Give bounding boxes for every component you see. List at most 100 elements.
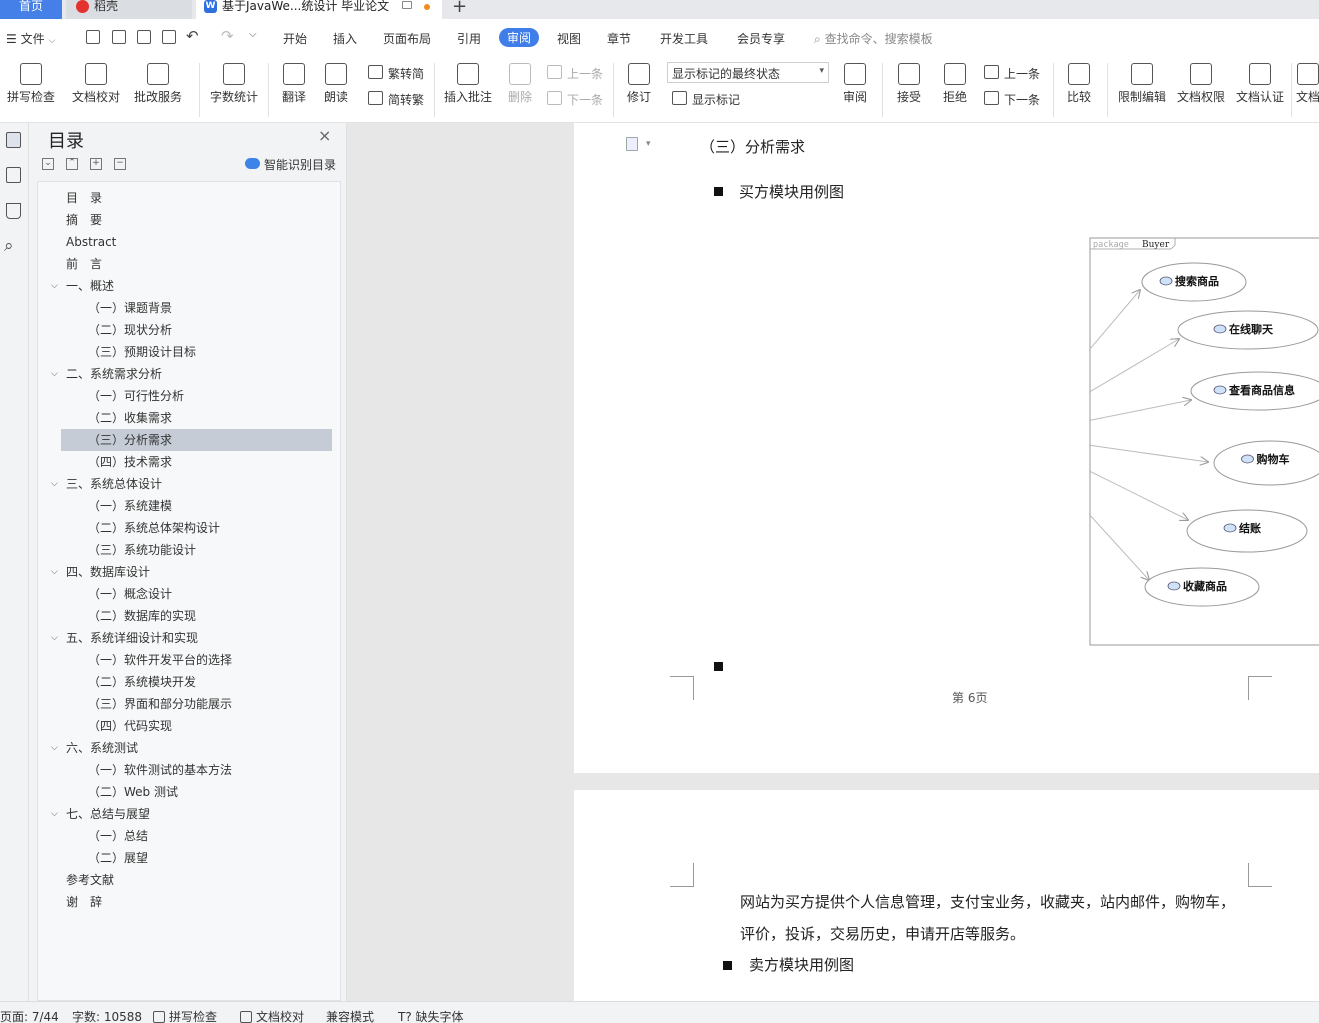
insert-comment-button[interactable]: 插入批注 <box>442 57 494 105</box>
toc-item[interactable]: （二）数据库的实现 <box>38 605 340 627</box>
toc-panel-icon[interactable] <box>6 132 21 148</box>
print-icon[interactable] <box>137 30 151 44</box>
doc-auth-button[interactable]: 文档认证 <box>1234 57 1286 105</box>
toc-item[interactable]: Abstract <box>38 231 340 253</box>
prev-comment-button[interactable]: 上一条 <box>547 65 603 82</box>
add-heading-icon[interactable]: + <box>90 158 102 170</box>
word-count-indicator[interactable]: 字数: 10588 <box>72 1010 143 1023</box>
toc-item[interactable]: 谢 辞 <box>38 891 340 913</box>
tab-home[interactable]: 首页 <box>0 0 62 19</box>
undo-icon[interactable]: ↶ <box>186 27 199 45</box>
chevron-down-icon[interactable]: ⌵ <box>51 633 58 643</box>
menu-review[interactable]: 审阅 <box>499 28 540 47</box>
trad-to-simp-button[interactable]: 繁转简 <box>368 65 424 82</box>
chevron-down-icon[interactable]: ⌵ <box>51 743 58 753</box>
toc-item[interactable]: ⌵三、系统总体设计 <box>38 473 340 495</box>
toc-item[interactable]: ⌵四、数据库设计 <box>38 561 340 583</box>
file-menu[interactable]: ☰ 文件 ⌵ <box>6 30 55 47</box>
reject-change-button[interactable]: 拒绝 <box>936 57 974 105</box>
toc-item[interactable]: （二）系统模块开发 <box>38 671 340 693</box>
doc-proof-button[interactable]: 文档校对 <box>69 57 123 105</box>
toc-item[interactable]: ⌵七、总结与展望 <box>38 803 340 825</box>
menu-insert[interactable]: 插入 <box>333 32 358 46</box>
show-markup-button[interactable]: 显示标记 <box>672 91 740 108</box>
review-service-button[interactable]: 批改服务 <box>128 57 188 105</box>
menu-start[interactable]: 开始 <box>283 32 308 46</box>
next-comment-button[interactable]: 下一条 <box>547 91 603 108</box>
restrict-edit-button[interactable]: 限制编辑 <box>1116 57 1168 105</box>
export-pdf-icon[interactable] <box>112 30 126 44</box>
toc-item[interactable]: ⌵二、系统需求分析 <box>38 363 340 385</box>
missing-font-indicator[interactable]: T? 缺失字体 <box>398 1008 464 1023</box>
delete-comment-button[interactable]: 删除 <box>502 57 538 105</box>
chevron-down-icon[interactable]: ⌵ <box>51 809 58 819</box>
menu-dev-tools[interactable]: 开发工具 <box>660 32 709 46</box>
review-pane-button[interactable]: 审阅 <box>836 57 874 105</box>
command-search[interactable]: ⌕ 查找命令、搜索模板 <box>814 30 933 47</box>
menu-page-layout[interactable]: 页面布局 <box>383 32 432 46</box>
menu-references[interactable]: 引用 <box>457 32 482 46</box>
toc-item[interactable]: ⌵一、概述 <box>38 275 340 297</box>
close-icon[interactable]: × <box>318 126 332 145</box>
toc-item[interactable]: （一）软件开发平台的选择 <box>38 649 340 671</box>
chevron-down-icon[interactable]: ▾ <box>646 139 651 149</box>
chevron-down-icon[interactable]: ⌵ <box>51 479 58 489</box>
prev-change-button[interactable]: 上一条 <box>984 65 1040 82</box>
simp-to-trad-button[interactable]: 简转繁 <box>368 91 424 108</box>
new-tab-button[interactable]: + <box>452 0 468 17</box>
doc-permission-button[interactable]: 文档权限 <box>1175 57 1227 105</box>
spell-check-button[interactable]: 拼写检查 <box>2 57 60 105</box>
toc-item[interactable]: （三）预期设计目标 <box>38 341 340 363</box>
chevron-down-icon[interactable]: ⌵ <box>51 567 58 577</box>
toc-item[interactable]: （一）课题背景 <box>38 297 340 319</box>
smart-toc-button[interactable]: 智能识别目录 <box>245 156 336 173</box>
toc-item[interactable]: （三）系统功能设计 <box>38 539 340 561</box>
toc-item[interactable]: ⌵五、系统详细设计和实现 <box>38 627 340 649</box>
toc-item[interactable]: 前 言 <box>38 253 340 275</box>
status-doc-proof[interactable]: 文档校对 <box>240 1008 304 1023</box>
save-icon[interactable] <box>86 30 100 44</box>
menu-view[interactable]: 视图 <box>557 32 582 46</box>
toc-item[interactable]: （一）软件测试的基本方法 <box>38 759 340 781</box>
menu-member[interactable]: 会员专享 <box>737 32 786 46</box>
tab-daoke[interactable]: 稻壳 <box>66 0 192 19</box>
accept-change-button[interactable]: 接受 <box>890 57 928 105</box>
compare-button[interactable]: 比较 <box>1060 57 1098 105</box>
toc-item[interactable]: （二）现状分析 <box>38 319 340 341</box>
quick-access-dropdown-icon[interactable]: ⌵ <box>249 29 257 40</box>
toc-item[interactable]: （四）技术需求 <box>38 451 340 473</box>
toc-item[interactable]: （三）分析需求 <box>61 429 332 451</box>
page-indicator[interactable]: 页面: 7/44 <box>0 1010 59 1023</box>
bookmark-icon[interactable] <box>6 203 21 219</box>
structure-icon[interactable] <box>6 167 21 183</box>
toc-item[interactable]: （四）代码实现 <box>38 715 340 737</box>
toc-item[interactable]: 参考文献 <box>38 869 340 891</box>
print-preview-icon[interactable] <box>162 30 176 44</box>
menu-sections[interactable]: 章节 <box>607 32 632 46</box>
track-changes-button[interactable]: 修订 <box>620 57 658 105</box>
search-icon[interactable]: ⌕ <box>4 236 14 256</box>
document-view-icon[interactable] <box>626 137 638 151</box>
chevron-down-icon[interactable]: ⌵ <box>51 281 58 291</box>
toc-item[interactable]: （二）展望 <box>38 847 340 869</box>
status-spell-check[interactable]: 拼写检查 <box>153 1008 217 1023</box>
toc-item[interactable]: （一）概念设计 <box>38 583 340 605</box>
next-change-button[interactable]: 下一条 <box>984 91 1040 108</box>
toc-item[interactable]: 目 录 <box>38 187 340 209</box>
read-aloud-button[interactable]: 朗读 <box>320 57 352 105</box>
expand-icon[interactable]: ⌃ <box>66 158 78 170</box>
toc-item[interactable]: （一）系统建模 <box>38 495 340 517</box>
remove-heading-icon[interactable]: − <box>114 158 126 170</box>
word-count-button[interactable]: 字数统计 <box>206 57 262 105</box>
toc-item[interactable]: ⌵六、系统测试 <box>38 737 340 759</box>
doc-more-button[interactable]: 文档 <box>1296 57 1319 105</box>
monitor-icon[interactable] <box>402 1 412 9</box>
chevron-down-icon[interactable]: ⌵ <box>51 369 58 379</box>
toc-item[interactable]: （一）总结 <box>38 825 340 847</box>
toc-item[interactable]: （二）系统总体架构设计 <box>38 517 340 539</box>
markup-state-select[interactable]: 显示标记的最终状态 ▾ <box>667 62 829 83</box>
toc-item[interactable]: （三）界面和部分功能展示 <box>38 693 340 715</box>
toc-item[interactable]: （一）可行性分析 <box>38 385 340 407</box>
tab-document[interactable]: W 基于JavaWe...统设计 毕业论文 <box>196 0 442 19</box>
translate-button[interactable]: 翻译 <box>276 57 312 105</box>
